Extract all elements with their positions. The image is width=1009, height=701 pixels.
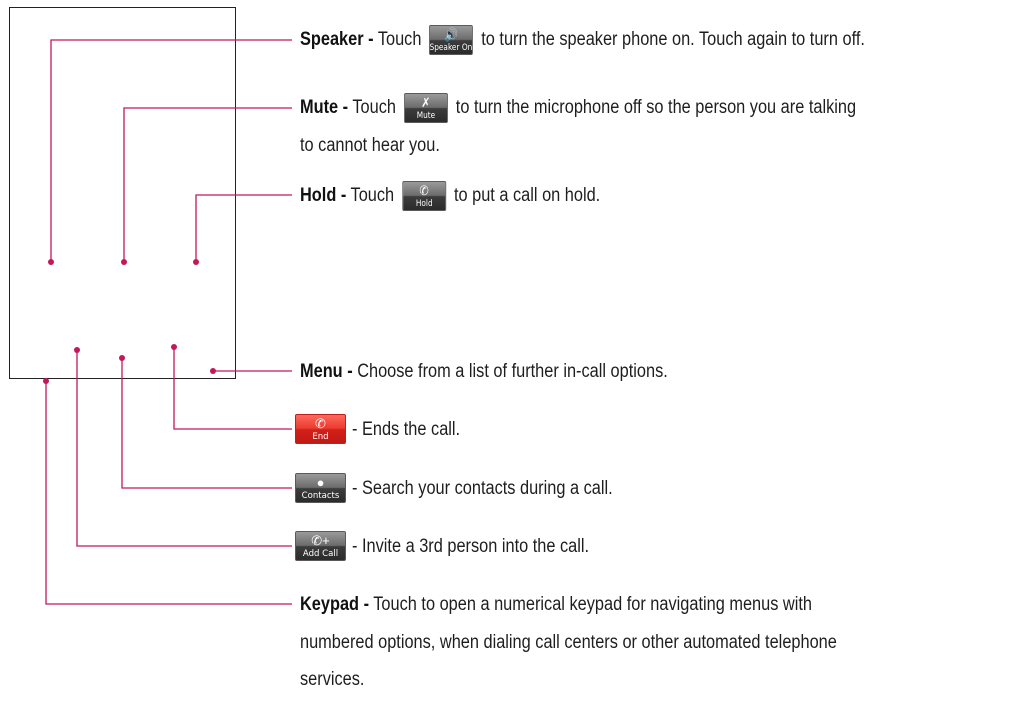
dot-addcall [74,347,80,353]
mute-pre: Touch [352,97,396,118]
contacts-description: - Search your contacts during a call. [352,478,613,499]
hold-description: Hold - Touch ✆ Hold to put a call on hol… [300,179,600,212]
speaker-icon: 🔊 [444,26,459,42]
hold-pre: Touch [350,185,395,206]
end-call-button[interactable]: ✆ End [295,414,346,444]
contacts-button-label: Contacts [301,491,340,501]
menu-description: Menu - Choose from a list of further in-… [300,355,668,388]
hold-post: to put a call on hold. [453,185,601,206]
menu-title: Menu - [300,361,353,382]
dot-end [171,344,177,350]
mute-title: Mute - [300,97,349,118]
add-call-button[interactable]: ✆+ Add Call [295,531,346,561]
speaker-pre: Touch [377,29,422,50]
mute-post: to turn the microphone off so the person… [455,97,857,118]
speaker-description: Speaker - Touch 🔊 Speaker On to turn the… [300,23,865,56]
leader-addcall [76,350,292,547]
end-button-label: End [312,432,329,442]
keypad-line1: Touch to open a numerical keypad for nav… [373,594,812,615]
dot-menu [210,368,216,374]
phone-end-icon: ✆ [315,416,326,431]
mute-description: Mute - Touch ✗ Mute to turn the micropho… [300,91,856,124]
speaker-title: Speaker - [300,29,374,50]
leader-mute [123,107,292,262]
keypad-title: Keypad - [300,594,370,615]
speaker-button-label: Speaker On [429,42,473,53]
dot-hold [193,259,199,265]
end-description: - Ends the call. [352,419,461,440]
dot-contacts [119,355,125,361]
leader-keypad [45,381,292,605]
phone-screen-outline [9,7,236,379]
mute-description-line2: to cannot hear you. [300,135,440,156]
leader-speaker [50,39,292,262]
speaker-post: to turn the speaker phone on. Touch agai… [481,29,865,50]
leader-contacts [121,358,292,489]
leader-end [173,347,292,430]
keypad-description-line2: numbered options, when dialing call cent… [300,632,837,653]
add-call-description: - Invite a 3rd person into the call. [352,536,590,557]
speaker-on-button[interactable]: 🔊 Speaker On [429,24,474,55]
dot-speaker [48,259,54,265]
add-call-icon: ✆+ [311,533,330,548]
contacts-icon: ● [316,475,325,490]
hold-title: Hold - [300,185,347,206]
phone-hold-icon: ✆ [419,182,429,198]
dot-mute [121,259,127,265]
keypad-description-line3: services. [300,669,365,690]
keypad-description: Keypad - Touch to open a numerical keypa… [300,588,812,621]
contacts-button[interactable]: ● Contacts [295,473,346,503]
mute-button[interactable]: ✗ Mute [403,92,448,123]
leader-hold [195,194,292,262]
add-call-button-label: Add Call [302,549,339,559]
hold-button[interactable]: ✆ Hold [402,180,446,211]
dot-keypad [43,378,49,384]
mute-button-label: Mute [416,110,436,121]
mute-mic-icon: ✗ [421,94,431,110]
hold-button-label: Hold [415,198,433,209]
menu-text: Choose from a list of further in-call op… [357,361,668,382]
